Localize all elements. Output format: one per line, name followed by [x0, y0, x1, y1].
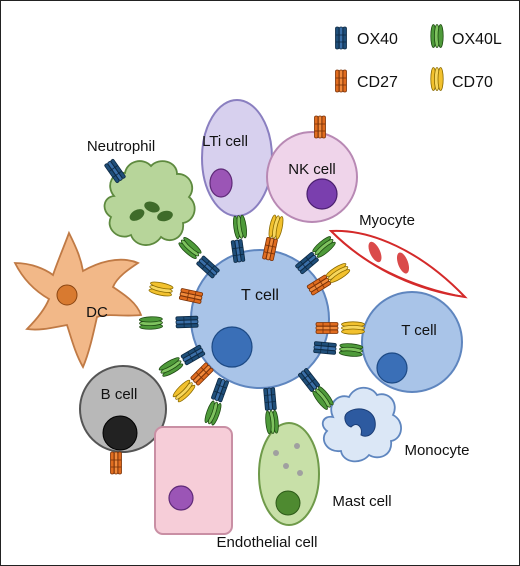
bcell-pair-ox40l-icon [157, 355, 185, 379]
legend-item-cd27: CD27 [335, 69, 398, 93]
mast-pair-ox40l-icon [264, 409, 280, 435]
tright-pair-cd27-icon [315, 322, 339, 334]
legend-item-ox40: OX40 [335, 26, 398, 50]
legend-label-ox40: OX40 [357, 31, 398, 48]
t-cell-right-label: T cell [401, 322, 437, 339]
b-cell-cd27-icon [110, 451, 122, 475]
dc-pair-cd70-icon [148, 280, 174, 298]
dc-label: DC [86, 304, 108, 321]
legend-label-cd27: CD27 [357, 74, 398, 91]
lti-cell: LTi cell [201, 99, 273, 217]
endo-pair-ox40l-icon [202, 399, 224, 427]
dc-pair-ox40-icon [175, 315, 199, 329]
nk-pair-cd70-icon [267, 214, 285, 240]
legend-item-cd70: CD70 [430, 67, 493, 91]
nk-cell-label: NK cell [288, 161, 336, 178]
myocyte: Myocyte [328, 212, 468, 299]
endo-pair-ox40-icon [210, 377, 230, 403]
lti-cell-label: LTi cell [202, 133, 248, 150]
mast-pair-ox40-icon [263, 387, 277, 411]
bcell-pair-cd70-icon [171, 378, 197, 404]
b-cell-label: B cell [101, 386, 138, 403]
legend-item-ox40l: OX40L [430, 24, 502, 48]
tright-pair-cd70-icon [341, 321, 365, 335]
neutrophil: Neutrophil [87, 138, 196, 246]
legend: OX40 OX40L CD27 CD70 [335, 24, 502, 93]
nk-cell: NK cell [266, 115, 358, 223]
dendritic-cell: DC [13, 230, 143, 370]
tright-pair-ox40l-icon [338, 342, 364, 358]
tright-pair-ox40-icon [313, 341, 337, 355]
legend-label-ox40l: OX40L [452, 31, 502, 48]
lti-ox40l-icon [231, 214, 249, 240]
monocyte-label: Monocyte [404, 442, 469, 459]
cd70-icon [430, 67, 444, 91]
nk-cd27-icon [314, 115, 326, 139]
cd27-icon [335, 69, 347, 93]
monocyte: Monocyte [321, 386, 470, 463]
neutrophil-label: Neutrophil [87, 138, 155, 155]
dc-pair-ox40l-icon [138, 316, 164, 330]
t-cell-right: T cell [361, 291, 463, 393]
ox40l-icon [430, 24, 444, 48]
legend-label-cd70: CD70 [452, 74, 493, 91]
central-t-cell-label: T cell [241, 287, 279, 304]
endothelial-cell-label: Endothelial cell [217, 534, 318, 551]
endothelial-cell: Endothelial cell [154, 426, 318, 551]
mast-cell-label: Mast cell [332, 493, 391, 510]
mast-cell: Mast cell [258, 422, 392, 526]
b-cell: B cell [79, 365, 167, 475]
central-t-cell: T cell [190, 249, 330, 389]
neutrophil-pair-ox40l-icon [176, 235, 204, 261]
myocyte-label: Myocyte [359, 212, 415, 229]
ox40-icon [335, 26, 347, 50]
